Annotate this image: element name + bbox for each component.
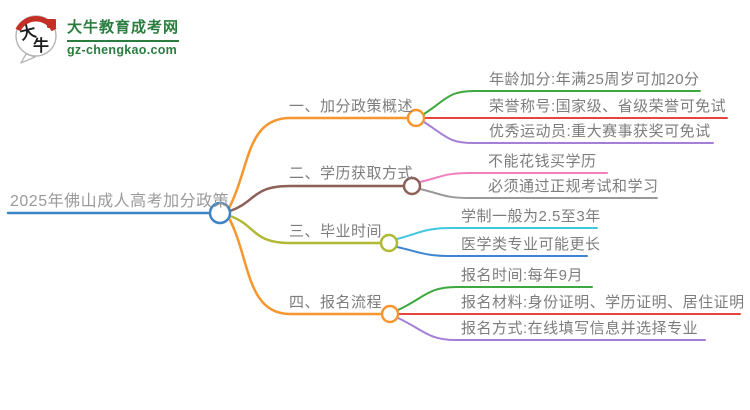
root-node-circle[interactable] [208, 201, 232, 225]
edge-leaf-1-1 [423, 90, 701, 115]
daniu-logo-icon: 大 牛 [15, 15, 57, 64]
site-name: 大牛教育成考网 [67, 18, 180, 42]
leaf-label-4-1: 报名时间:每年9月 [461, 267, 584, 284]
edge-branch-4 [227, 216, 384, 316]
branch-2-node-circle[interactable] [402, 176, 422, 196]
edge-leaf-1-3 [423, 121, 714, 144]
edge-leaf-3-1 [396, 227, 598, 240]
leaf-label-3-2: 医学类专业可能更长 [461, 236, 601, 253]
edge-branch-2 [228, 184, 406, 213]
leaf-label-2-1: 不能花钱买学历 [488, 153, 597, 170]
leaf-label-3-1: 学制一般为2.5至3年 [461, 208, 601, 225]
leaf-label-2-2: 必须通过正规考试和学习 [488, 178, 659, 195]
edge-leaf-4-1 [397, 286, 593, 311]
branch-label-2: 二、学历获取方式 [289, 165, 414, 182]
leaf-label-4-3: 报名方式:在线填写信息并选择专业 [461, 320, 699, 337]
logo-char-da: 大 [18, 21, 38, 43]
logo-char-niu: 牛 [33, 36, 49, 55]
edge-leaf-3-2 [396, 246, 588, 257]
leaf-label-1-2: 荣誉称号:国家级、省级荣誉可免试 [489, 98, 727, 115]
branch-4-node-circle[interactable] [380, 304, 400, 324]
branch-label-1: 一、加分政策概述 [289, 98, 414, 115]
edge-branch-3 [228, 214, 383, 245]
branch-label-4: 四、报名流程 [289, 294, 383, 311]
site-logo: 大 牛 大牛教育成考网 gz-chengkao.com [12, 11, 180, 65]
logo-seal [47, 19, 56, 28]
edge-leaf-2-1 [419, 172, 608, 183]
root-topic-label: 2025年佛山成人高考加分政策 [10, 193, 230, 210]
leaf-label-1-3: 优秀运动员:重大赛事获奖可免试 [489, 123, 711, 140]
branch-3-node-circle[interactable] [379, 233, 399, 253]
leaf-label-1-1: 年龄加分:年满25周岁可加20分 [489, 71, 700, 88]
edge-leaf-4-3 [397, 317, 706, 341]
branch-1-node-circle[interactable] [406, 108, 426, 128]
edge-leaf-2-2 [419, 188, 658, 199]
site-domain: gz-chengkao.com [67, 43, 178, 57]
branch-label-3: 三、毕业时间 [289, 223, 383, 240]
edge-branch-1 [227, 116, 410, 210]
leaf-label-4-2: 报名材料:身份证明、学历证明、居住证明 [461, 294, 745, 311]
